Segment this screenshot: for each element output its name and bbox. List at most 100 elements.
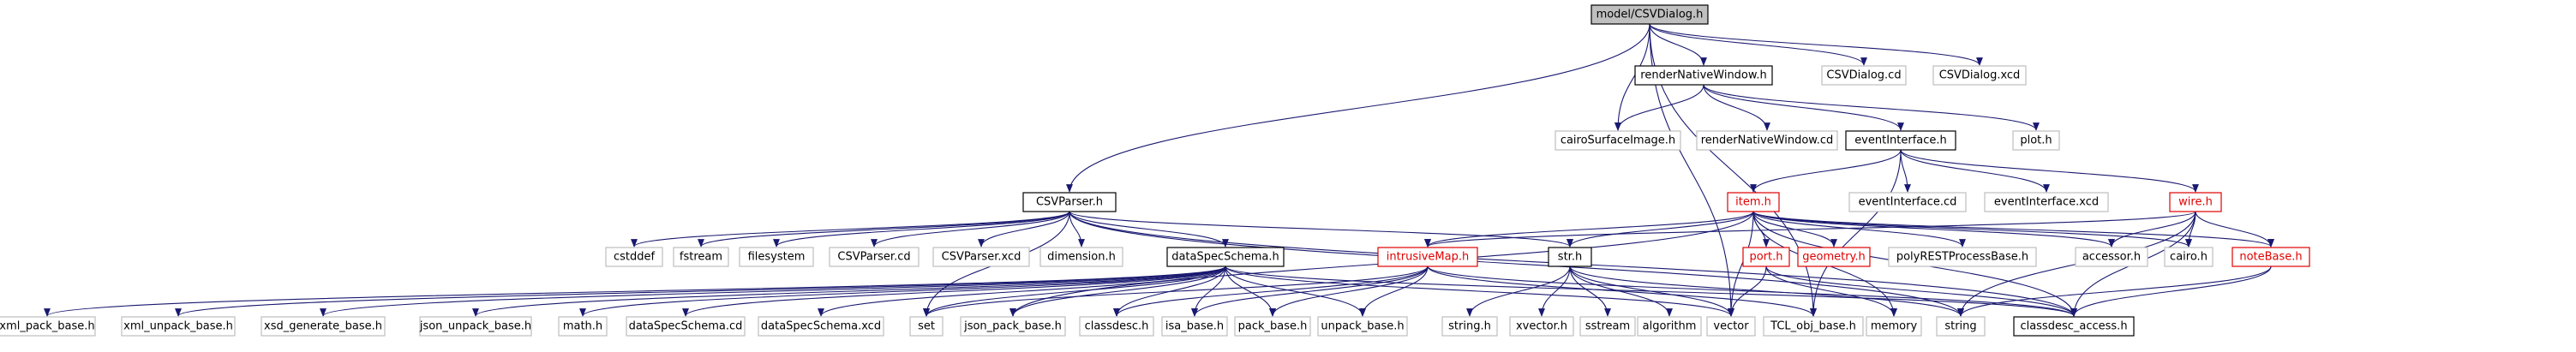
- node-tcl-obj-base-h[interactable]: TCL_obj_base.h: [1763, 316, 1864, 337]
- node-xml-pack-base-h[interactable]: xml_pack_base.h: [0, 316, 96, 337]
- node-xsd-generate-base-h[interactable]: xsd_generate_base.h: [261, 316, 386, 337]
- node-geometry-h[interactable]: geometry.h: [1797, 247, 1871, 267]
- node-eventinterface-h[interactable]: eventInterface.h: [1845, 130, 1956, 151]
- edge-dataSpecSchema_h-to-vector: [1225, 265, 1734, 317]
- node-dataspecschema-h[interactable]: dataSpecSchema.h: [1166, 247, 1285, 267]
- node-csvparser-h[interactable]: CSVParser.h: [1022, 192, 1117, 212]
- node-label: dimension.h: [1047, 251, 1116, 264]
- node-xml-unpack-base-h[interactable]: xml_unpack_base.h: [121, 316, 236, 337]
- edge-item_h-to-str_h: [1567, 211, 1754, 248]
- node-eventinterface-xcd[interactable]: eventInterface.xcd: [1984, 192, 2109, 212]
- node-cairo-h[interactable]: cairo.h: [2164, 247, 2214, 267]
- node-rendernativewindow-cd[interactable]: renderNativeWindow.cd: [1696, 130, 1838, 151]
- node-rendernativewindow-h[interactable]: renderNativeWindow.h: [1634, 65, 1773, 86]
- edge-renderNativeWindow_h-to-eventInterface_h: [1703, 84, 1904, 131]
- node-label: set: [918, 320, 935, 333]
- node-string[interactable]: string: [1936, 316, 1986, 337]
- edge-port_h-to-memory: [1765, 265, 1897, 317]
- node-classdesc-access-h[interactable]: classdesc_access.h: [2013, 316, 2135, 337]
- node-csvparser-cd[interactable]: CSVParser.cd: [829, 247, 920, 267]
- node-label: polyRESTProcessBase.h: [1896, 251, 2028, 264]
- node-json-unpack-base-h[interactable]: json_unpack_base.h: [419, 316, 532, 337]
- node-wire-h[interactable]: wire.h: [2169, 192, 2222, 212]
- node-dataspecschema-xcd[interactable]: dataSpecSchema.xcd: [758, 316, 884, 337]
- edge-dataSpecSchema_h-to-math_h: [579, 265, 1226, 317]
- node-filesystem[interactable]: filesystem: [739, 247, 814, 267]
- node-box: [1579, 316, 1636, 337]
- node-label: renderNativeWindow.h: [1640, 69, 1766, 82]
- node-set[interactable]: set: [909, 316, 944, 337]
- node-label: xsd_generate_base.h: [264, 320, 382, 333]
- node-box: [758, 316, 884, 337]
- edge-CSVParser_h-to-CSVParser_cd: [871, 211, 1070, 248]
- edge-str_h-to-string: [1569, 265, 1964, 317]
- node-label: string: [1944, 320, 1976, 333]
- node-label: str.h: [1558, 251, 1582, 264]
- node-box: [2013, 316, 2135, 337]
- node-fstream[interactable]: fstream: [673, 247, 729, 267]
- node-box: [1763, 316, 1864, 337]
- node-label: item.h: [1735, 196, 1771, 209]
- node-label: algorithm: [1643, 320, 1697, 333]
- edge-renderNativeWindow_h-to-plot_h: [1703, 84, 2040, 131]
- node-box: [1742, 247, 1790, 267]
- edge-CSVDialog_h-to-CSVParser_h: [1066, 23, 1650, 193]
- node-label: renderNativeWindow.cd: [1701, 134, 1834, 147]
- node-classdesc-h[interactable]: classdesc.h: [1079, 316, 1154, 337]
- node-dataspecschema-cd[interactable]: dataSpecSchema.cd: [626, 316, 746, 337]
- node-csvdialog-xcd[interactable]: CSVDialog.xcd: [1932, 65, 2027, 86]
- node-cstddef[interactable]: cstddef: [605, 247, 663, 267]
- node-algorithm[interactable]: algorithm: [1637, 316, 1702, 337]
- node-box: [2169, 192, 2222, 212]
- node-csvdialog-h[interactable]: model/CSVDialog.h: [1591, 4, 1709, 25]
- node-cairosurfaceimage-h[interactable]: cairoSurfaceImage.h: [1555, 130, 1681, 151]
- node-plot-h[interactable]: plot.h: [2012, 130, 2060, 151]
- node-box: [558, 316, 608, 337]
- node-json-pack-base-h[interactable]: json_pack_base.h: [960, 316, 1066, 337]
- node-box: [1548, 247, 1592, 267]
- node-label: memory: [1871, 320, 1918, 333]
- node-intrusivemap-h[interactable]: intrusiveMap.h: [1377, 247, 1478, 267]
- edge-wire_h-to-intrusiveMap_h: [1424, 211, 2196, 248]
- edge-item_h-to-noteBase_h: [1752, 211, 2274, 248]
- node-accessor-h[interactable]: accessor.h: [2075, 247, 2148, 267]
- edge-noteBase_h-to-classdesc_access_h: [2070, 265, 2272, 317]
- node-str-h[interactable]: str.h: [1548, 247, 1592, 267]
- node-sstream[interactable]: sstream: [1579, 316, 1636, 337]
- node-vector[interactable]: vector: [1706, 316, 1756, 337]
- edge-wire_h-to-accessor_h: [2108, 211, 2196, 248]
- edge-intrusiveMap_h-to-unpack_base_h: [1359, 265, 1429, 317]
- node-port-h[interactable]: port.h: [1742, 247, 1790, 267]
- node-csvparser-xcd[interactable]: CSVParser.xcd: [932, 247, 1030, 267]
- node-box: [2232, 247, 2310, 267]
- node-dimension-h[interactable]: dimension.h: [1039, 247, 1123, 267]
- edge-CSVParser_h-to-string: [1069, 211, 1964, 317]
- node-box: [739, 247, 814, 267]
- node-box: [1166, 247, 1285, 267]
- node-label: model/CSVDialog.h: [1597, 9, 1704, 21]
- node-label: xml_pack_base.h: [0, 320, 95, 333]
- node-polyrestprocessbase-h[interactable]: polyRESTProcessBase.h: [1888, 247, 2037, 267]
- node-string-h[interactable]: string.h: [1441, 316, 1498, 337]
- node-label: pack_base.h: [1238, 320, 1308, 333]
- node-xvector-h[interactable]: xvector.h: [1509, 316, 1574, 337]
- node-box: [261, 316, 386, 337]
- node-notebase-h[interactable]: noteBase.h: [2232, 247, 2310, 267]
- node-unpack-base-h[interactable]: unpack_base.h: [1317, 316, 1408, 337]
- edge-dataSpecSchema_h-to-set: [923, 265, 1226, 317]
- node-label: intrusiveMap.h: [1387, 251, 1469, 264]
- node-eventinterface-cd[interactable]: eventInterface.cd: [1848, 192, 1967, 212]
- node-box: [1317, 316, 1408, 337]
- node-box: [1696, 130, 1838, 151]
- node-pack-base-h[interactable]: pack_base.h: [1234, 316, 1311, 337]
- node-isa-base-h[interactable]: isa_base.h: [1161, 316, 1228, 337]
- node-label: CSVParser.cd: [837, 251, 910, 264]
- node-math-h[interactable]: math.h: [558, 316, 608, 337]
- node-box: [1039, 247, 1123, 267]
- node-item-h[interactable]: item.h: [1727, 192, 1780, 212]
- edge-eventInterface_h-to-TCL_obj_base_h: [1810, 149, 1902, 317]
- edge-CSVDialog_h-to-cairoSurfaceImage_h: [1614, 23, 1650, 131]
- node-memory[interactable]: memory: [1866, 316, 1922, 337]
- node-csvdialog-cd[interactable]: CSVDialog.cd: [1821, 65, 1907, 86]
- node-box: [1634, 65, 1773, 86]
